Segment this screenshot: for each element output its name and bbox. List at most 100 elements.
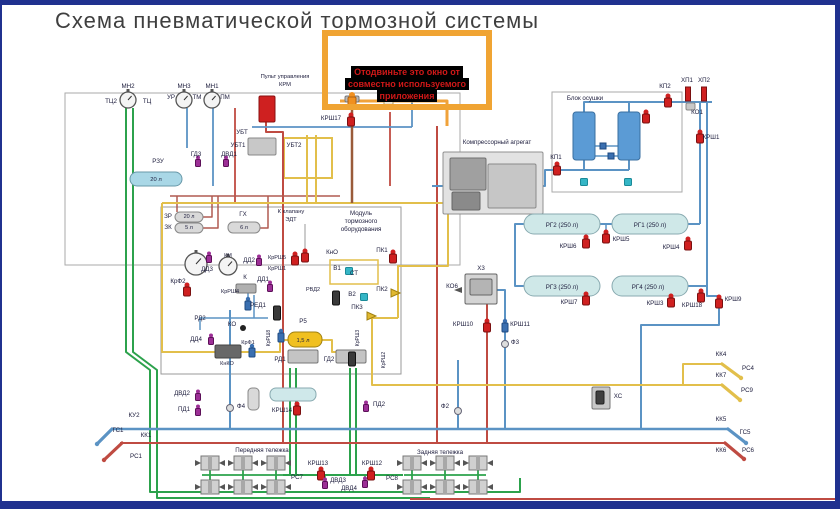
tank-rzu: [129, 171, 183, 187]
pipe: [203, 196, 219, 229]
filter: [226, 404, 234, 412]
cylinder-rod-right: [421, 484, 427, 490]
label-РС7: РС7: [291, 474, 304, 481]
label-ХП2: ХП2: [698, 77, 711, 84]
label-СТ: СТ: [350, 270, 358, 277]
label-УБТ1: УБТ1: [231, 142, 246, 149]
sensor-valve-purple: [362, 480, 368, 488]
label-ЗР: ЗР: [164, 213, 172, 220]
label-ТЦ: ТЦ: [143, 98, 152, 105]
label-КРШ6: КРШ6: [560, 243, 577, 250]
label-КрРШ3: КрРШ3: [355, 330, 361, 347]
cylinder-rod-left: [463, 484, 469, 490]
label-КрРШ2: КрРШ2: [381, 352, 387, 369]
valve-blue: [277, 332, 285, 343]
label-РВД2: РВД2: [306, 287, 320, 293]
krm-valve: [258, 95, 276, 123]
vent-device-cyan: [360, 293, 368, 301]
warning-line-2: совместно используемого: [345, 78, 469, 90]
label-ГД2: ГД2: [324, 356, 335, 363]
sensor-valve-purple: [267, 284, 273, 292]
label-КРШ4: КРШ4: [663, 244, 680, 251]
valve-cap: [302, 248, 308, 254]
cylinder-rod-left: [195, 460, 201, 466]
valve-cap: [323, 477, 327, 482]
shutoff-valve-red: [553, 165, 561, 176]
label-ДД3: ДД3: [201, 266, 213, 273]
label-МН3: МН3: [177, 83, 191, 90]
sensor-valve-purple: [256, 258, 262, 266]
cylinder-rod-right: [285, 460, 291, 466]
label-Р5: Р5: [299, 318, 307, 325]
tank-small-vertical: [247, 387, 260, 411]
label-РЗУ: РЗУ: [152, 158, 164, 165]
label-КрФ2: КрФ2: [170, 278, 186, 285]
valve-cap: [390, 249, 396, 255]
tank-1-5l: [287, 331, 323, 348]
shutoff-valve-red: [483, 322, 491, 333]
brake-cylinder-band: [208, 456, 212, 470]
valve-cap: [502, 318, 508, 324]
valve-cap: [184, 282, 190, 288]
label-РС8: РС8: [386, 475, 399, 482]
hose-connector: [720, 362, 743, 380]
filter: [501, 340, 509, 348]
hose-connector: [95, 427, 114, 446]
label-КП1: КП1: [550, 154, 562, 161]
label-РС4: РС4: [742, 365, 755, 372]
warning-line-1: Отодвиньте это окно от: [351, 66, 463, 78]
label-ДВД1: ДВД1: [221, 151, 237, 158]
label-ДД4: ДД4: [190, 336, 202, 343]
label-ДВД3: ДВД3: [330, 477, 346, 484]
cylinder-rod-right: [454, 460, 460, 466]
label-КК1: КК1: [141, 432, 152, 439]
label-РГ4 (250 л): РГ4 (250 л): [632, 284, 664, 291]
label-Передняя тележка: Передняя тележка: [235, 447, 289, 454]
valve-blue: [501, 322, 509, 333]
label-ХС: ХС: [614, 393, 623, 400]
label-Ф2: Ф2: [441, 403, 450, 410]
shutoff-valve-red: [697, 292, 705, 303]
brake-cylinder-band: [410, 456, 414, 470]
pipe: [340, 99, 449, 126]
label-КК7: КК7: [716, 372, 727, 379]
check-valve-dot: [240, 325, 246, 331]
cylinder-rod-right: [487, 484, 493, 490]
label-КК4: КК4: [716, 351, 727, 358]
vent-device-cyan: [345, 267, 353, 275]
shutoff-valve-red: [664, 97, 672, 108]
label-КРШ9: КРШ9: [725, 296, 742, 303]
valve-cap: [196, 389, 200, 394]
label-РГ2 (250 л): РГ2 (250 л): [546, 222, 578, 229]
shutoff-valve-red: [367, 470, 375, 481]
valve-cap: [196, 155, 200, 160]
label-Ф3: Ф3: [511, 339, 520, 346]
hp-port: [685, 86, 691, 102]
valve-cap: [643, 109, 649, 115]
reservoir-rg3: [523, 275, 601, 297]
label-КРМ: КРМ: [279, 82, 291, 88]
valve-cap: [224, 155, 228, 160]
brake-cylinder-band: [241, 456, 245, 470]
label-КО: КО: [228, 321, 237, 328]
valve-cap: [368, 466, 374, 472]
label-КУ2: КУ2: [128, 412, 140, 419]
screen-share-warning-window[interactable]: Отодвиньте это окно от совместно использ…: [322, 30, 492, 110]
label-5 л: 5 л: [185, 225, 193, 231]
valve-cap: [249, 343, 255, 349]
valve-cap: [364, 400, 368, 405]
label-МН2: МН2: [121, 83, 135, 90]
hose-tip: [737, 397, 743, 403]
pipe: [260, 196, 269, 229]
label-МН1: МН1: [205, 83, 219, 90]
label-ТМ: ТМ: [193, 94, 202, 101]
label-КРШ7: КРШ7: [561, 299, 578, 306]
relief-valve-yellow: [366, 311, 378, 321]
cylinder-rod-left: [397, 460, 403, 466]
shutoff-valve-red: [389, 253, 397, 264]
label-ГС1: ГС1: [113, 427, 125, 434]
cylinder-rod-left: [463, 460, 469, 466]
label-К: К: [243, 274, 247, 281]
frame-bar-right: [835, 0, 840, 509]
